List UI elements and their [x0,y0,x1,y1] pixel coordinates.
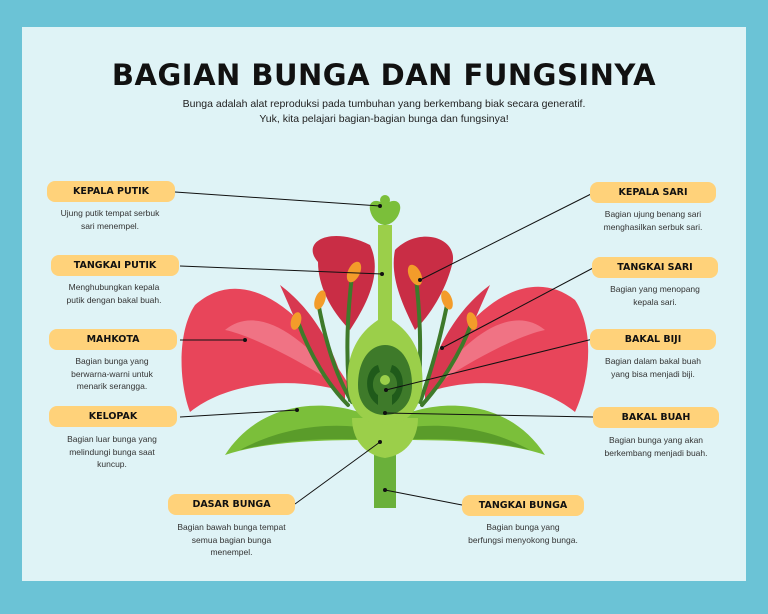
desc-kepala-putik: Ujung putik tempat serbuk sari menempel. [60,208,160,231]
ovule-right [390,365,403,405]
stigma-tip [380,195,390,205]
stigma [369,200,401,225]
anthers [290,261,478,330]
petal-right-inner [428,320,545,390]
stem [374,450,396,508]
petal-right [420,286,589,412]
label-kelopak: KELOPAK [49,406,177,427]
label-kepala-putik: KEPALA PUTIK [47,181,175,202]
label-mahkota: MAHKOTA [49,329,177,350]
page-subtitle: Bunga adalah alat reproduksi pada tumbuh… [0,97,768,127]
desc-tangkai-putik: Menghubungkan kepala putik dengan bakal … [66,282,162,305]
label-tangkai-sari: TANGKAI SARI [592,257,718,278]
desc-bakal-buah: Bagian bunga yang akan berkembang menjad… [604,435,708,458]
desc-tangkai-sari: Bagian yang menopang kepala sari. [610,284,700,307]
leader-lines [174,191,594,506]
ovule-left [367,365,380,405]
label-tangkai-putik: TANGKAI PUTIK [51,255,179,276]
label-bakal-buah: BAKAL BUAH [593,407,719,428]
sepal-left-dark [240,425,378,450]
petal-front-right [425,285,490,400]
petal-back-right [393,236,454,330]
sepal-right-dark [392,425,530,450]
label-dasar-bunga: DASAR BUNGA [168,494,295,515]
desc-kelopak: Bagian luar bunga yang melindungi bunga … [67,434,157,469]
receptacle [352,418,418,458]
leader-dots [243,204,444,492]
petal-back-left [312,236,375,330]
petal-left-inner [225,320,345,390]
desc-bakal-biji: Bagian dalam bakal buah yang bisa menjad… [605,356,701,379]
subtitle-line-2: Yuk, kita pelajari bagian-bagian bunga d… [259,113,509,125]
ovule-dot [380,375,390,385]
desc-tangkai-bunga: Bagian bunga yang berfungsi menyokong bu… [468,522,578,545]
petal-left [181,288,355,412]
label-kepala-sari: KEPALA SARI [590,182,716,203]
label-bakal-biji: BAKAL BIJI [590,329,716,350]
subtitle-line-1: Bunga adalah alat reproduksi pada tumbuh… [182,98,586,110]
desc-kepala-sari: Bagian ujung benang sari menghasilkan se… [603,209,703,232]
label-tangkai-bunga: TANGKAI BUNGA [462,495,584,516]
desc-dasar-bunga: Bagian bawah bunga tempat semua bagian b… [177,522,286,557]
desc-mahkota: Bagian bunga yang berwarna-warni untuk m… [71,356,153,391]
page-title: BAGIAN BUNGA DAN FUNGSINYA [111,58,657,92]
